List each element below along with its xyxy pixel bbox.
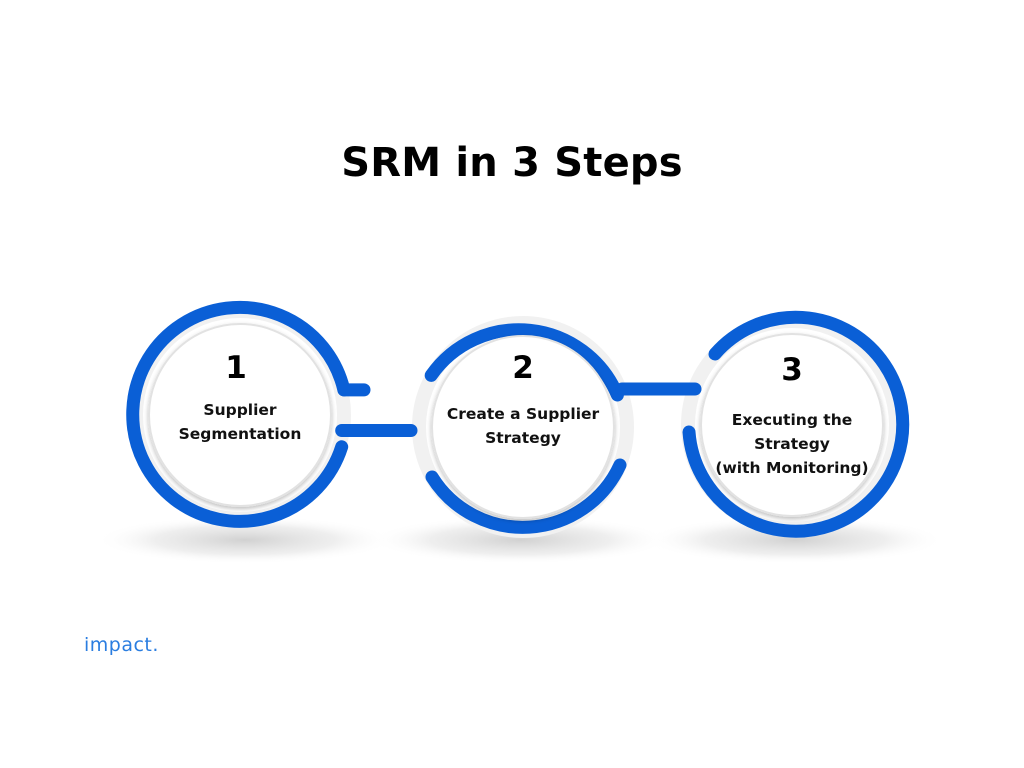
step-2-number: 2 xyxy=(512,350,534,386)
step-2-label-line1: Create a Supplier xyxy=(446,405,600,423)
step-1-shadow xyxy=(95,516,395,564)
step-3-shadow xyxy=(645,516,945,564)
step-1-number: 1 xyxy=(225,350,247,386)
step-2-label: Create a Supplier Strategy xyxy=(433,402,613,450)
step-2-disc xyxy=(431,335,615,519)
step-3-ring xyxy=(682,310,910,538)
step-1-disc xyxy=(148,323,332,507)
brand-logo: impact. xyxy=(84,634,159,656)
step-3-label-line2: (with Monitoring) xyxy=(715,459,869,477)
step-2-ring-bottom xyxy=(425,458,627,534)
step-1-label-line1: Supplier xyxy=(203,401,277,419)
step-1-ring xyxy=(126,300,351,528)
step-3-label: Executing the Strategy (with Monitoring) xyxy=(692,408,892,480)
page-title: SRM in 3 Steps xyxy=(341,140,683,186)
step-1-label: Supplier Segmentation xyxy=(150,398,330,446)
step-2-ring-top xyxy=(424,323,624,402)
step-3-label-line1: Executing the Strategy xyxy=(731,411,853,453)
step-3-number: 3 xyxy=(781,352,803,388)
step-3-disc xyxy=(700,333,884,517)
step-2-shadow xyxy=(370,516,670,564)
step-2-label-line2: Strategy xyxy=(485,429,561,447)
step-1-label-line2: Segmentation xyxy=(178,425,302,443)
